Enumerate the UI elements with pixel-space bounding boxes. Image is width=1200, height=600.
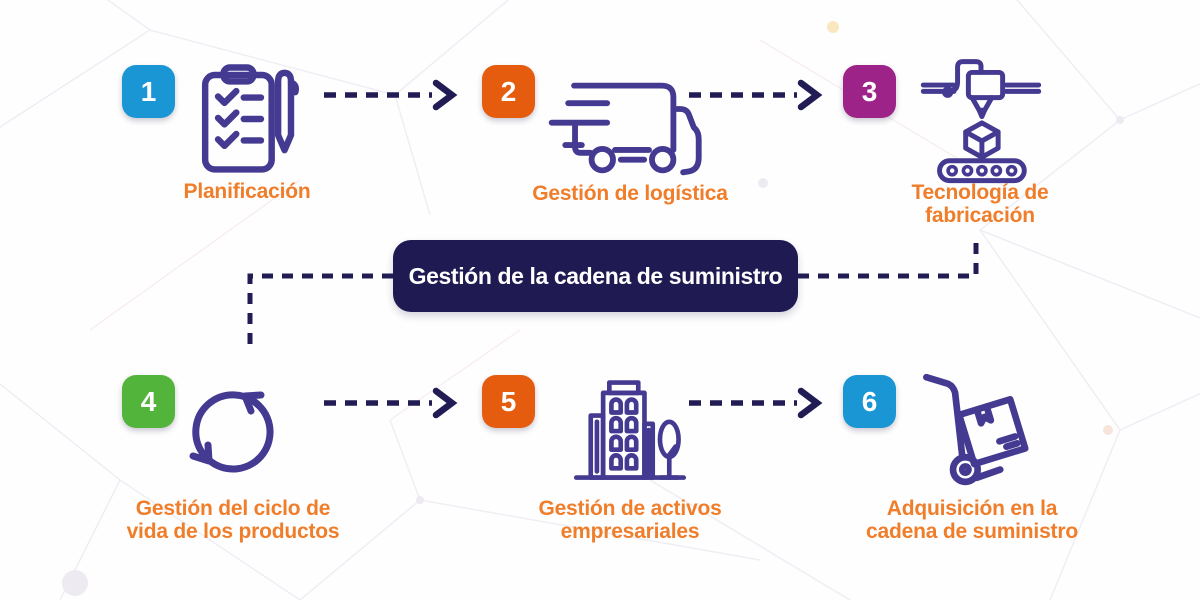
step-2-label: Gestión de logística	[532, 182, 728, 205]
manufacturing-3d-printer-icon	[912, 58, 1050, 186]
step-4-label: Gestión del ciclo de vida de los product…	[126, 497, 340, 543]
step-2-badge: 2	[482, 65, 535, 118]
step-4-badge: 4	[122, 375, 175, 428]
step-5-badge: 5	[482, 375, 535, 428]
step-3-label: Tecnología de fabricación	[911, 181, 1049, 227]
step-3-badge: 3	[843, 65, 896, 118]
hand-truck-icon	[912, 368, 1030, 486]
flow-arrow-5-6	[683, 385, 831, 421]
step-1-badge: 1	[122, 65, 175, 118]
step-6-label: Adquisición en la cadena de suministro	[866, 497, 1078, 543]
flow-arrow-1-2	[318, 77, 466, 113]
clipboard-checklist-icon	[188, 58, 306, 180]
step-5-label: Gestión de activos empresariales	[538, 497, 722, 543]
flow-arrow-4-5	[318, 385, 466, 421]
flow-arrow-2-3	[683, 77, 831, 113]
lifecycle-arrows-icon	[183, 382, 283, 482]
delivery-truck-icon	[542, 72, 722, 184]
supply-chain-title-pill: Gestión de la cadena de suministro	[393, 240, 798, 312]
office-building-icon	[568, 370, 692, 486]
step-1-label: Planificación	[183, 180, 311, 203]
step-6-badge: 6	[843, 375, 896, 428]
